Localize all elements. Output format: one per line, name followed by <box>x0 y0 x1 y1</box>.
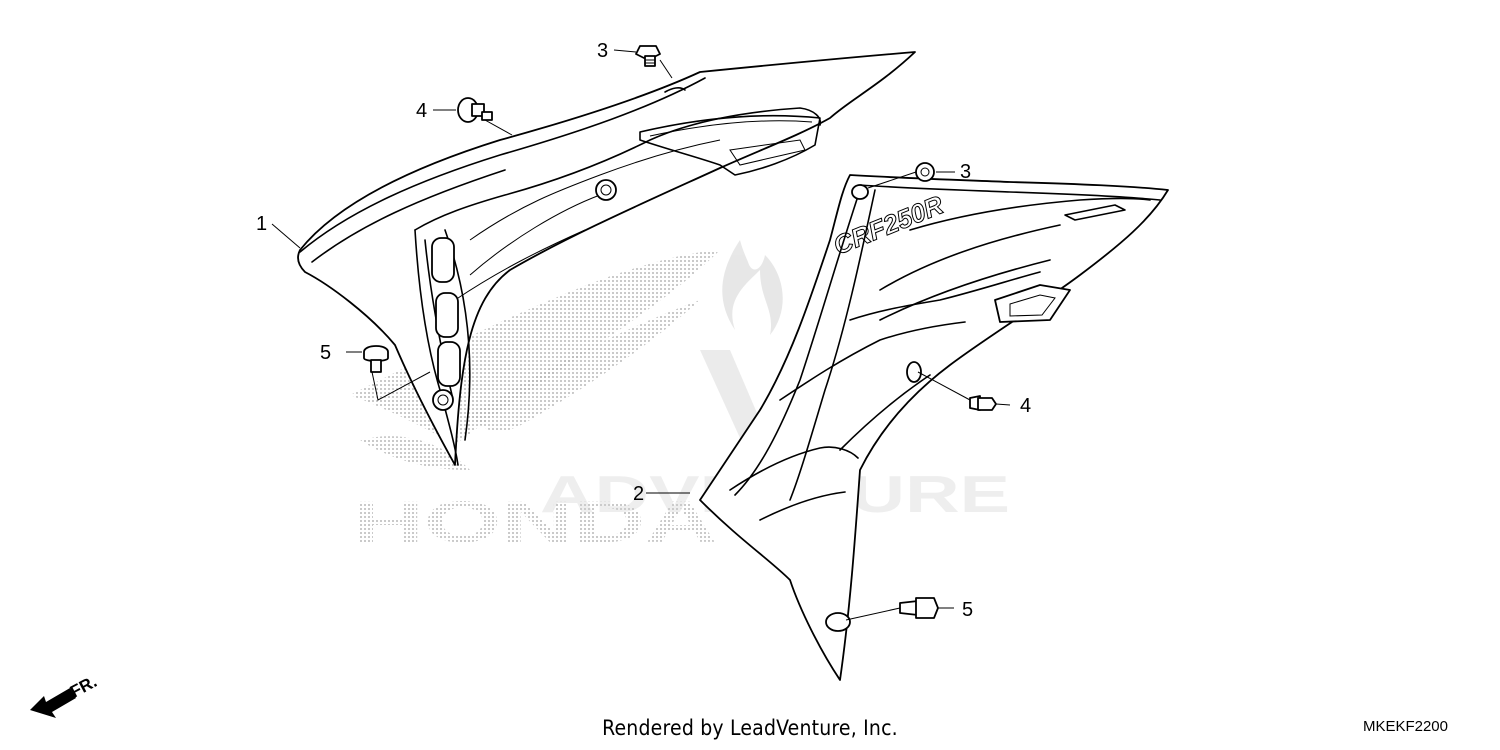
callout-2: 2 <box>633 483 644 505</box>
bolt-4-left <box>457 97 493 123</box>
callout-5-right: 5 <box>962 599 973 621</box>
callout-3-left: 3 <box>597 40 608 62</box>
bolt-3-left <box>635 45 661 67</box>
callout-1: 1 <box>256 213 267 235</box>
left-radiator-shroud <box>297 51 916 466</box>
callout-4-right: 4 <box>1020 395 1031 417</box>
callout-3-right: 3 <box>960 161 971 183</box>
callout-4-left: 4 <box>416 100 427 122</box>
bolt-4-right <box>969 395 997 411</box>
bolt-3-right <box>915 162 935 182</box>
front-direction-arrow: FR. <box>30 672 100 718</box>
honda-watermark-text: HONDA <box>352 490 717 555</box>
leader-lines <box>271 49 1011 621</box>
render-credit: Rendered by LeadVenture, Inc. <box>602 716 898 740</box>
right-radiator-shroud: CRF250R <box>699 174 1169 681</box>
bolt-5-left <box>363 345 389 373</box>
diagram-code: MKEKF2200 <box>1362 718 1448 735</box>
bolt-5-right <box>899 597 939 619</box>
callout-5-left: 5 <box>320 342 331 364</box>
